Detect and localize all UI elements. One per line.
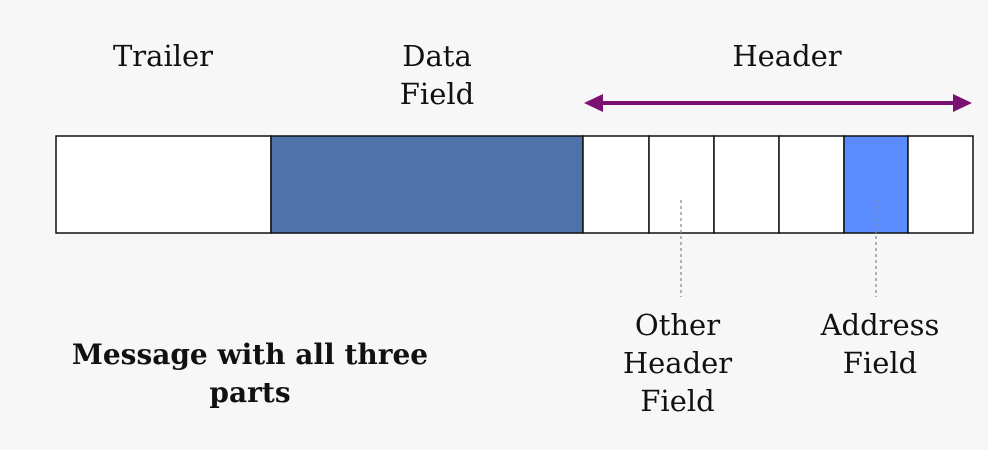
- data-field-label: Data Field: [399, 39, 475, 111]
- header-span-arrow: [584, 94, 972, 112]
- header-field-4: [778, 135, 845, 234]
- header-label: Header: [732, 39, 842, 73]
- header-field-6: [907, 135, 974, 234]
- data-field-segment: [270, 135, 584, 234]
- diagram-caption: Message with all three parts: [71, 338, 429, 409]
- header-field-1: [582, 135, 650, 234]
- trailer-segment: [55, 135, 272, 234]
- trailer-label: Trailer: [112, 39, 214, 73]
- address-field-label: Address Field: [820, 308, 940, 380]
- other-header-field-label: Other Header Field: [622, 308, 733, 418]
- header-field-3: [713, 135, 780, 234]
- header-arrow-left-head: [584, 94, 603, 112]
- header-arrow-right-head: [953, 94, 972, 112]
